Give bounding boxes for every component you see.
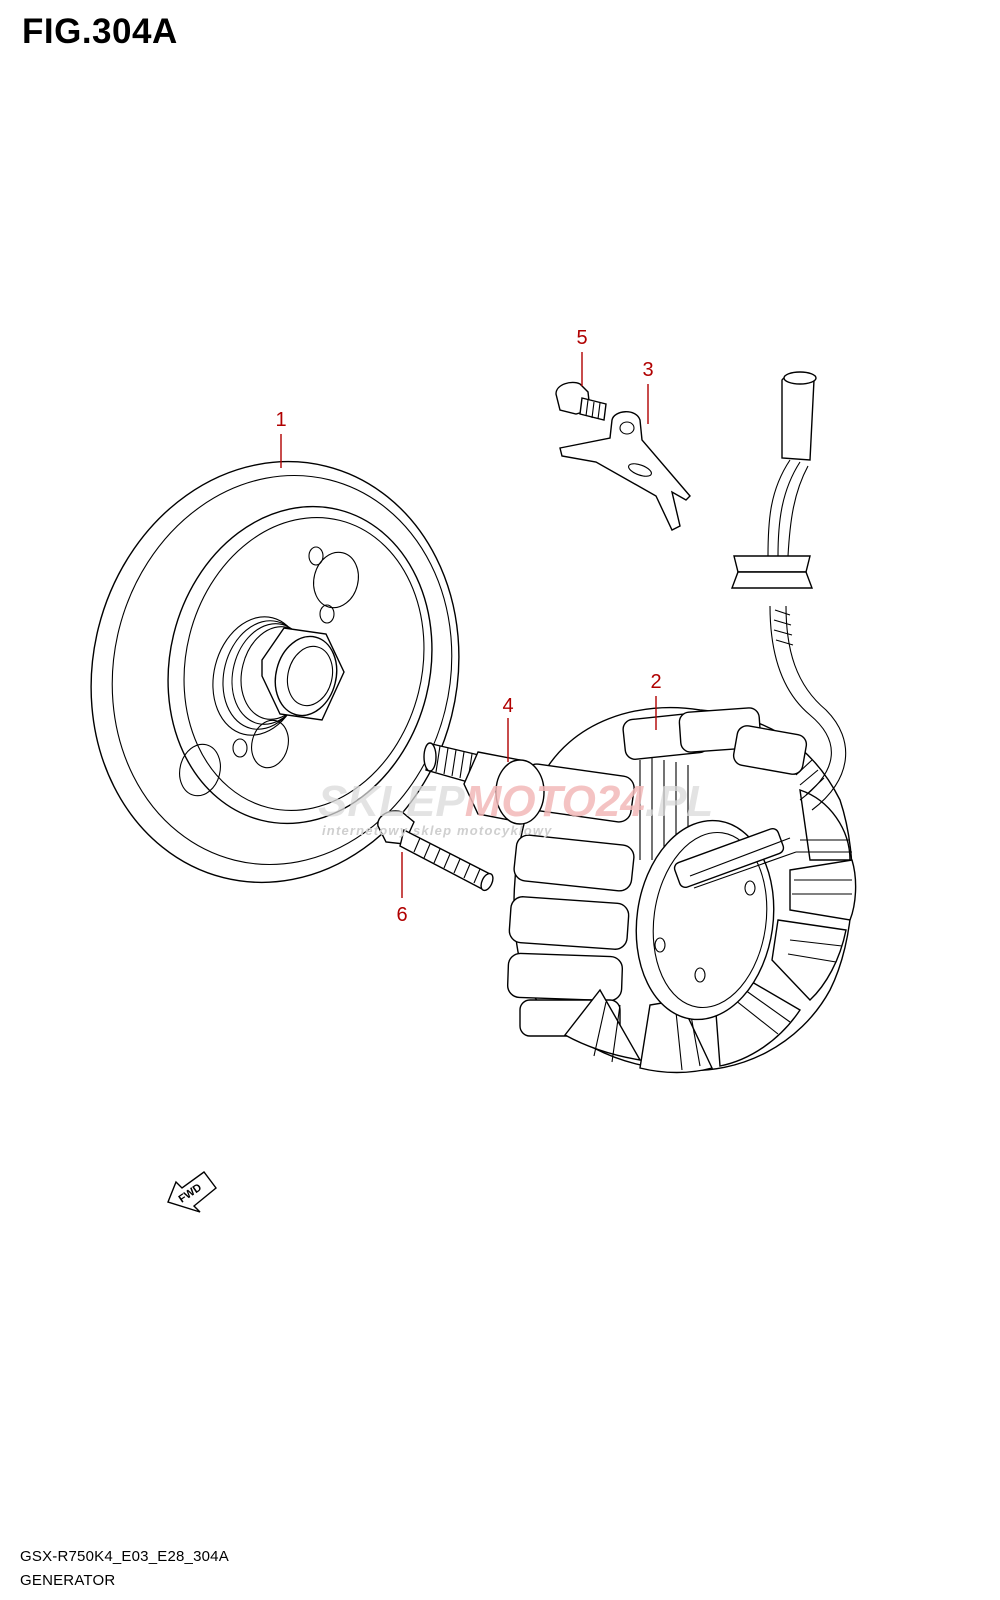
watermark: SKLEPMOTO24.PL internetowy sklep motocyk… — [318, 777, 713, 838]
long-bolt-part[interactable] — [377, 810, 496, 892]
watermark-num: 24 — [595, 777, 645, 826]
callout-label: 2 — [650, 671, 661, 693]
callout-1[interactable]: 1 — [275, 409, 287, 468]
rotor-part[interactable] — [47, 422, 503, 921]
wire-harness[interactable] — [730, 371, 847, 811]
callout-6[interactable]: 6 — [396, 852, 408, 926]
svg-text:SKLEPMOTO24.PL: SKLEPMOTO24.PL — [318, 777, 713, 826]
watermark-suffix: .PL — [645, 777, 713, 826]
stator-part[interactable] — [506, 706, 857, 1074]
diagram-name: GENERATOR — [20, 1572, 116, 1589]
model-code: GSX-R750K4_E03_E28_304A — [20, 1548, 229, 1565]
callout-3[interactable]: 3 — [642, 359, 654, 424]
stepped-bolt-part[interactable] — [423, 742, 545, 825]
callout-label: 6 — [396, 904, 407, 926]
small-bolt-part[interactable] — [555, 381, 607, 421]
fwd-arrow-icon: FWD — [167, 1171, 217, 1213]
watermark-mid: MOTO — [465, 777, 596, 826]
figure-title: FIG.304A — [22, 12, 178, 51]
callout-label: 4 — [502, 695, 513, 717]
watermark-tagline: internetowy sklep motocyklowy — [322, 823, 553, 838]
callout-2[interactable]: 2 — [650, 671, 662, 730]
callout-5[interactable]: 5 — [576, 327, 588, 386]
callout-label: 3 — [642, 359, 653, 381]
bracket-part[interactable] — [559, 411, 691, 531]
watermark-prefix: SKLEP — [318, 777, 465, 826]
callout-4[interactable]: 4 — [502, 695, 514, 762]
callout-label: 1 — [275, 409, 286, 431]
callout-label: 5 — [576, 327, 587, 349]
